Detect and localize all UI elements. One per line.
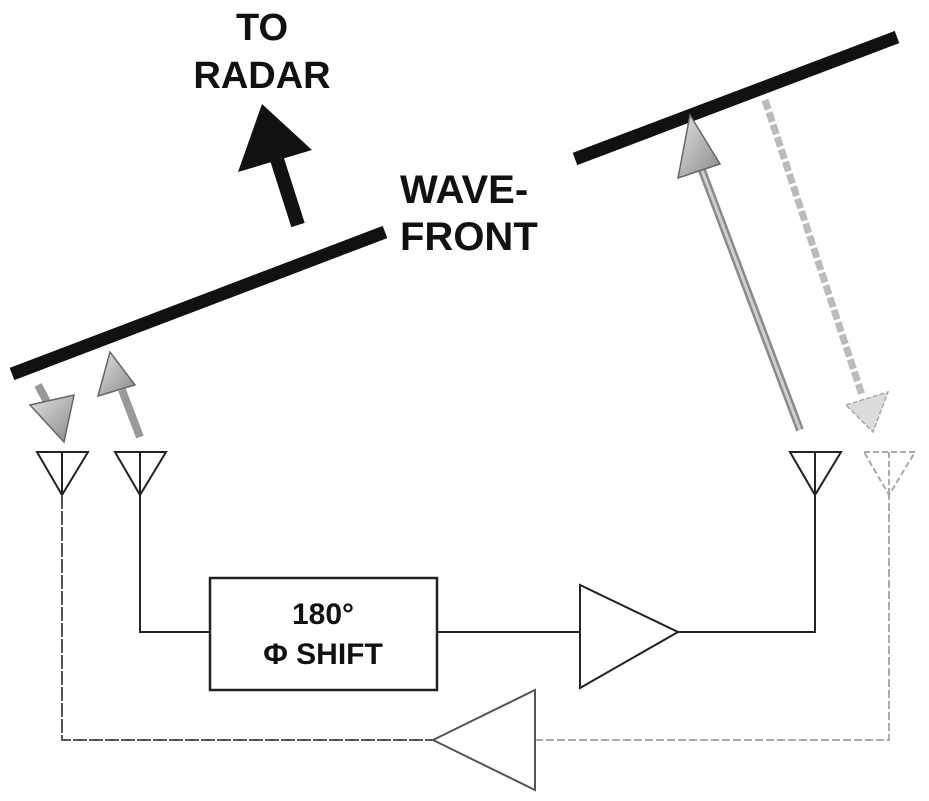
- radar-label: RADAR: [193, 55, 330, 97]
- incoming-arrow-right-icon: [761, 98, 890, 434]
- to-label: TO: [236, 7, 288, 49]
- outgoing-arrow-right-icon: [677, 112, 804, 432]
- antenna-icon: [35, 451, 90, 497]
- wave-label: WAVE-: [400, 168, 528, 212]
- to-radar-arrow-icon: [238, 104, 312, 228]
- phase-shift-box: 180° Φ SHIFT: [208, 576, 439, 692]
- incoming-arrow-left-icon: [28, 383, 75, 444]
- amplifier-icon: [579, 583, 681, 690]
- antenna-icon: [788, 451, 843, 497]
- outgoing-arrow-left-icon: [96, 350, 144, 439]
- amplifier-reverse-icon: [430, 688, 536, 792]
- shift-label: Φ SHIFT: [263, 638, 383, 671]
- front-label: FRONT: [400, 215, 538, 259]
- antenna-icon: [862, 451, 917, 497]
- shift-degrees-label: 180°: [292, 598, 354, 631]
- antenna-icon: [113, 451, 168, 497]
- upper-loop-wire: [139, 495, 816, 633]
- wavefront-line: [9, 30, 900, 381]
- lower-loop-wire: [61, 495, 890, 741]
